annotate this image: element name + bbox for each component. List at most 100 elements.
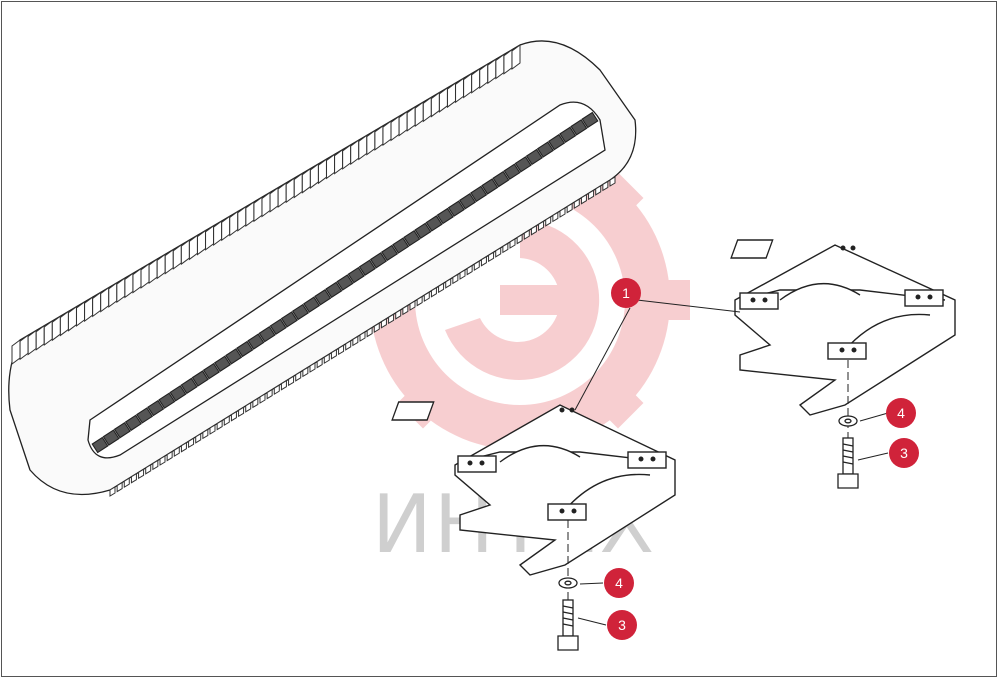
chain-link [191, 370, 209, 387]
track-tooth [259, 393, 266, 404]
callout-3-right: 3 [889, 438, 919, 468]
track-tooth [138, 468, 145, 480]
track-tooth [145, 463, 152, 475]
chain-link [102, 429, 120, 446]
track-tooth [230, 410, 237, 422]
track-tooth [502, 242, 509, 254]
support-bracket-left [391, 401, 676, 576]
chain-link [336, 274, 354, 291]
track-tooth [302, 366, 309, 378]
chain-link [559, 126, 577, 143]
track-tooth [202, 428, 209, 440]
track-tooth [245, 401, 252, 413]
callout-label: 4 [897, 405, 905, 421]
track-tooth [130, 472, 137, 484]
track-tooth [566, 202, 573, 214]
chain-link [392, 237, 410, 254]
track-tooth [595, 184, 602, 196]
track-tooth [480, 255, 487, 267]
callout-label: 1 [622, 285, 630, 301]
track-tooth [423, 291, 430, 303]
callout-label: 3 [618, 617, 626, 633]
chain-link [291, 303, 309, 321]
chain-link [347, 266, 365, 284]
track-tooth [109, 486, 116, 497]
track-tread [511, 44, 521, 70]
track-tooth [602, 180, 609, 192]
callout-badge [607, 610, 637, 640]
chain-link [236, 340, 254, 358]
track-tooth [516, 233, 523, 245]
track-tooth [209, 424, 216, 435]
track-tooth [295, 370, 302, 382]
track-tooth [223, 415, 230, 427]
chain-link [425, 215, 443, 232]
track-tooth [573, 198, 580, 210]
chain-link [492, 170, 510, 188]
track-tooth [252, 397, 259, 409]
callout-4-left: 4 [604, 568, 634, 598]
chain-link [536, 141, 554, 158]
track-tooth [338, 344, 345, 356]
track-tooth [488, 251, 495, 263]
chain-link [158, 392, 176, 409]
track-tooth [495, 246, 502, 258]
chain-link [414, 222, 432, 240]
track-tooth [366, 326, 373, 338]
chain-link [381, 244, 399, 262]
track-tooth [545, 215, 552, 227]
callout-badge [889, 438, 919, 468]
track-tooth [380, 317, 387, 329]
track-tooth [216, 419, 223, 431]
callout-badge [611, 278, 641, 308]
washer-right [838, 415, 858, 427]
track-tooth [430, 286, 437, 298]
callout-label: 3 [900, 445, 908, 461]
callout-badge [604, 568, 634, 598]
chain-link [325, 281, 343, 299]
track-tooth [195, 432, 202, 444]
track-tooth [309, 362, 316, 373]
track-tooth [559, 207, 566, 218]
track-tooth [180, 441, 187, 453]
track-tooth [266, 388, 273, 400]
chain-link [314, 289, 332, 306]
track-tooth [323, 353, 330, 365]
chain-link [280, 311, 298, 328]
chain-link [470, 185, 488, 203]
callout-badge [886, 398, 916, 428]
chain-link [358, 259, 376, 276]
track-tooth [352, 335, 359, 347]
track-tooth [530, 224, 537, 236]
chain-link [202, 362, 220, 380]
track-tooth [509, 238, 516, 249]
chain-link [147, 399, 165, 417]
track-tooth [409, 300, 416, 311]
leader-lines [574, 299, 889, 626]
chain-link [514, 156, 532, 173]
chain-link [169, 385, 187, 402]
track-tooth [188, 437, 195, 449]
track-tooth [288, 375, 295, 387]
track-tooth [580, 193, 587, 205]
track-tooth [152, 459, 159, 471]
track-tooth [438, 282, 445, 294]
bolt-right [837, 437, 859, 489]
track-tooth [609, 176, 616, 187]
chain-link [136, 407, 154, 424]
track-tooth [359, 331, 366, 342]
track-tooth [159, 455, 166, 466]
chain-link [91, 436, 109, 454]
chain-link [436, 207, 454, 225]
track-tooth [473, 260, 480, 272]
chain-link [225, 348, 243, 365]
track-tooth [538, 220, 545, 232]
chain-link [570, 119, 588, 136]
bolt-left [557, 599, 579, 651]
callout-1: 1 [611, 278, 641, 308]
chain-link [503, 163, 521, 180]
track-tooth [588, 189, 595, 201]
